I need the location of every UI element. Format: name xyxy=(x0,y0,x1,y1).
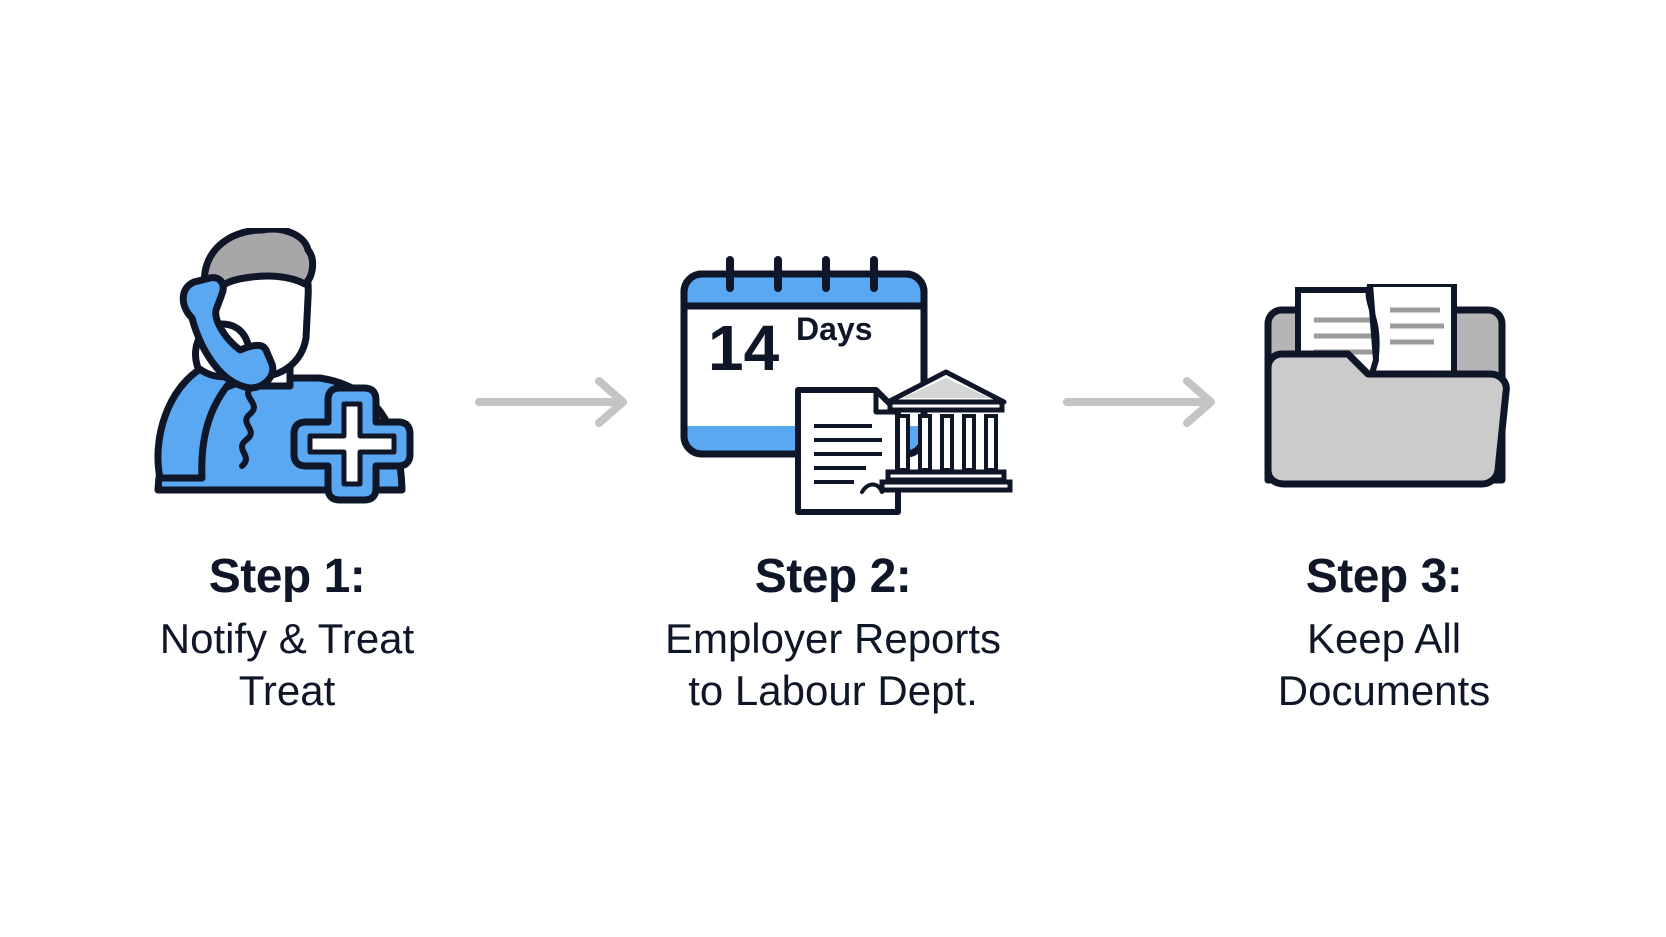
step-description: Employer Reports to Labour Dept. xyxy=(623,613,1043,717)
arrow-right-icon xyxy=(475,375,631,429)
patient-phone-medical-cross-icon xyxy=(150,228,420,508)
step-description-line: Keep All xyxy=(1306,615,1462,662)
calendar-unit: Days xyxy=(796,311,873,347)
step-title: Step 2: xyxy=(754,550,912,603)
calendar-number: 14 xyxy=(708,312,780,384)
arrow-right-icon xyxy=(1063,375,1219,429)
step-description: Notify & Treat Treat xyxy=(77,613,497,717)
step-description-line: to Labour Dept. xyxy=(688,667,978,714)
step-2: Step 2: Employer Reports to Labour Dept. xyxy=(623,549,1043,717)
calendar-report-government-icon: 14 Days xyxy=(676,254,1016,516)
step-description-line: Employer Reports xyxy=(664,615,1002,662)
step-description-line: Notify & Treat xyxy=(159,615,415,662)
step-description-line: Treat xyxy=(238,667,336,714)
folder-documents-icon xyxy=(1262,284,1512,494)
step-description: Keep All Documents xyxy=(1174,613,1594,717)
step-3: Step 3: Keep All Documents xyxy=(1174,549,1594,717)
step-1: Step 1: Notify & Treat Treat xyxy=(77,549,497,717)
step-title: Step 1: xyxy=(208,550,366,603)
step-title: Step 3: xyxy=(1305,550,1463,603)
step-description-line: Documents xyxy=(1277,667,1491,714)
